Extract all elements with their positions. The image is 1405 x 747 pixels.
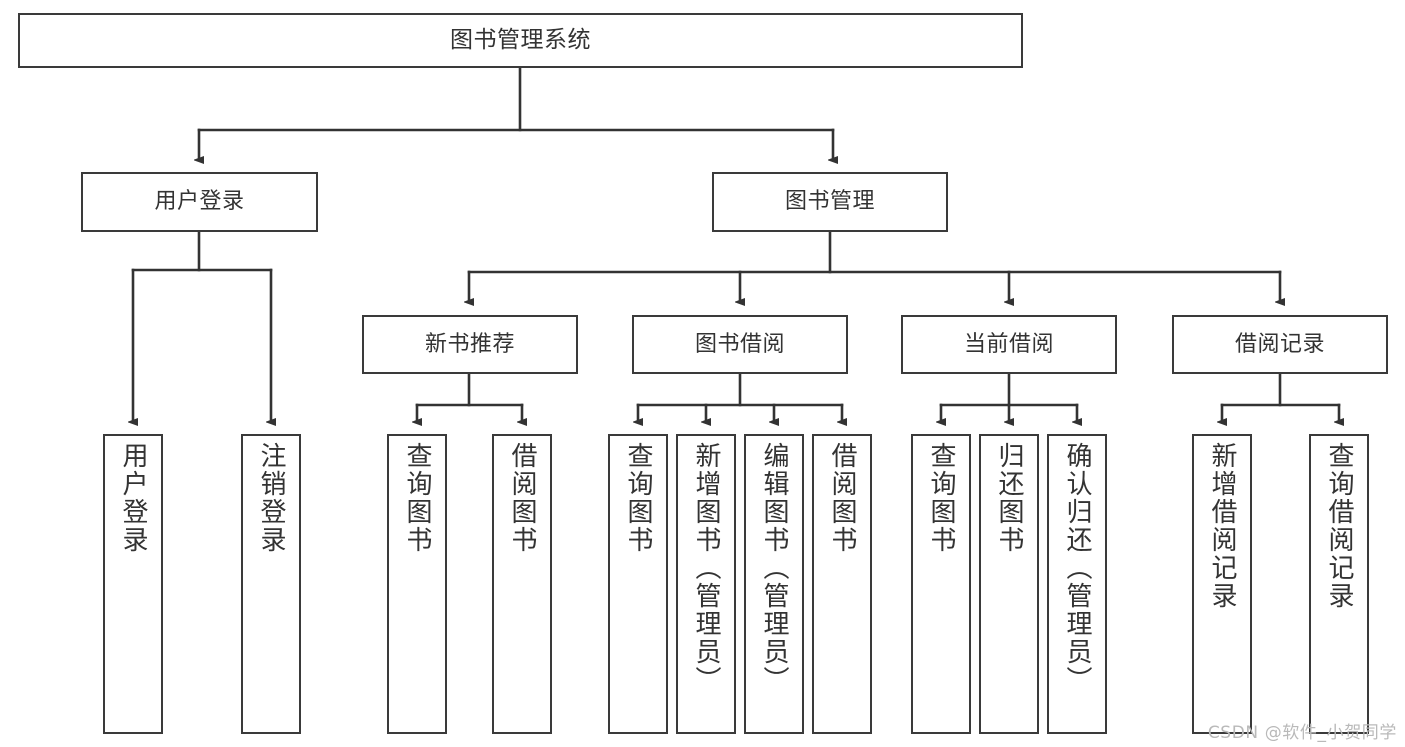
node-user-login[interactable]: 用户登录 (81, 172, 318, 232)
node-label: 新书推荐 (424, 331, 515, 357)
leaf-edit-book-admin[interactable]: 编辑图书（管理员） (744, 434, 804, 734)
leaf-logout-login[interactable]: 注销登录 (241, 434, 301, 734)
node-label: 新增图书（管理员） (691, 442, 721, 694)
node-label: 编辑图书（管理员） (759, 442, 789, 694)
node-label: 用户登录 (154, 189, 245, 215)
node-label: 确认归还（管理员） (1062, 442, 1092, 694)
node-book-borrow[interactable]: 图书借阅 (632, 315, 848, 374)
node-label: 借阅图书 (507, 442, 537, 554)
node-new-book-recommend[interactable]: 新书推荐 (362, 315, 578, 374)
node-current-borrow[interactable]: 当前借阅 (901, 315, 1117, 374)
leaf-query-book-recommend[interactable]: 查询图书 (387, 434, 447, 734)
node-label: 借阅图书 (827, 442, 857, 554)
node-label: 当前借阅 (963, 331, 1054, 357)
node-label: 图书借阅 (694, 331, 785, 357)
leaf-return-book[interactable]: 归还图书 (979, 434, 1039, 734)
leaf-borrow-book[interactable]: 借阅图书 (812, 434, 872, 734)
leaf-query-book-current[interactable]: 查询图书 (911, 434, 971, 734)
node-label: 归还图书 (994, 442, 1024, 554)
leaf-user-login[interactable]: 用户登录 (103, 434, 163, 734)
leaf-query-borrow-record[interactable]: 查询借阅记录 (1309, 434, 1369, 734)
node-book-management[interactable]: 图书管理 (712, 172, 948, 232)
node-label: 查询图书 (623, 442, 653, 554)
leaf-query-book-borrow[interactable]: 查询图书 (608, 434, 668, 734)
node-label: 查询图书 (926, 442, 956, 554)
node-label: 图书管理 (784, 189, 875, 215)
node-label: 注销登录 (256, 442, 286, 554)
leaf-borrow-book-recommend[interactable]: 借阅图书 (492, 434, 552, 734)
node-label: 查询借阅记录 (1324, 442, 1354, 610)
leaf-add-borrow-record[interactable]: 新增借阅记录 (1192, 434, 1252, 734)
node-label: 查询图书 (402, 442, 432, 554)
node-label: 用户登录 (118, 442, 148, 554)
csdn-watermark: CSDN @软件_小贺同学 (1207, 723, 1397, 743)
leaf-add-book-admin[interactable]: 新增图书（管理员） (676, 434, 736, 734)
leaf-confirm-return-admin[interactable]: 确认归还（管理员） (1047, 434, 1107, 734)
node-borrow-record[interactable]: 借阅记录 (1172, 315, 1388, 374)
node-label: 新增借阅记录 (1207, 442, 1237, 610)
node-root-system[interactable]: 图书管理系统 (18, 13, 1023, 68)
node-label: 图书管理系统 (450, 26, 591, 53)
node-label: 借阅记录 (1234, 331, 1325, 357)
